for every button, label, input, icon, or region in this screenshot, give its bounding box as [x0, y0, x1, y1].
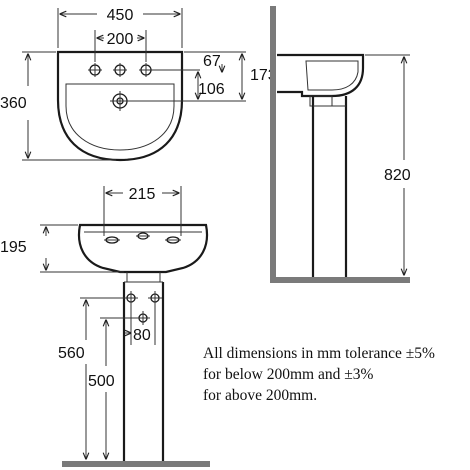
top-view: 450 200 360 67 106 173: [0, 7, 277, 162]
fixing-holes: [124, 291, 162, 325]
note-line: All dimensions in mm tolerance ±5%: [203, 345, 435, 362]
basin-outline-plan: [56, 50, 184, 162]
front-tap-holes: [104, 232, 181, 244]
floor-side: [270, 277, 410, 283]
pedestal-front: [122, 282, 165, 461]
wall: [270, 6, 276, 282]
note-line: for below 200mm and ±3%: [203, 366, 374, 383]
dim-overall-width: 450: [107, 7, 134, 24]
dim-fixing-height: 500: [88, 373, 115, 390]
dim-tap-offset: 67: [203, 53, 221, 70]
dim-pedestal-height: 560: [58, 345, 85, 362]
basin-outline-front: [77, 223, 209, 274]
dim-overall-depth: 360: [0, 95, 27, 112]
floor-front: [62, 461, 210, 467]
dim-bowl-width: 215: [129, 186, 156, 203]
tolerance-note: All dimensions in mm tolerance ±5% for b…: [203, 343, 468, 406]
pedestal-side: [311, 96, 348, 277]
front-view: 215 195 80 560 500: [0, 186, 210, 467]
dim-fixing-spacing: 80: [133, 327, 151, 344]
dim-bowl-height: 195: [0, 239, 27, 256]
side-view: 820: [270, 6, 411, 283]
basin-bowl-plan: [65, 83, 175, 151]
dim-tap-spacing: 200: [107, 31, 134, 48]
note-line: for above 200mm.: [203, 387, 318, 404]
dim-rim-height: 820: [384, 167, 411, 184]
dim-waste-offset: 106: [198, 81, 225, 98]
